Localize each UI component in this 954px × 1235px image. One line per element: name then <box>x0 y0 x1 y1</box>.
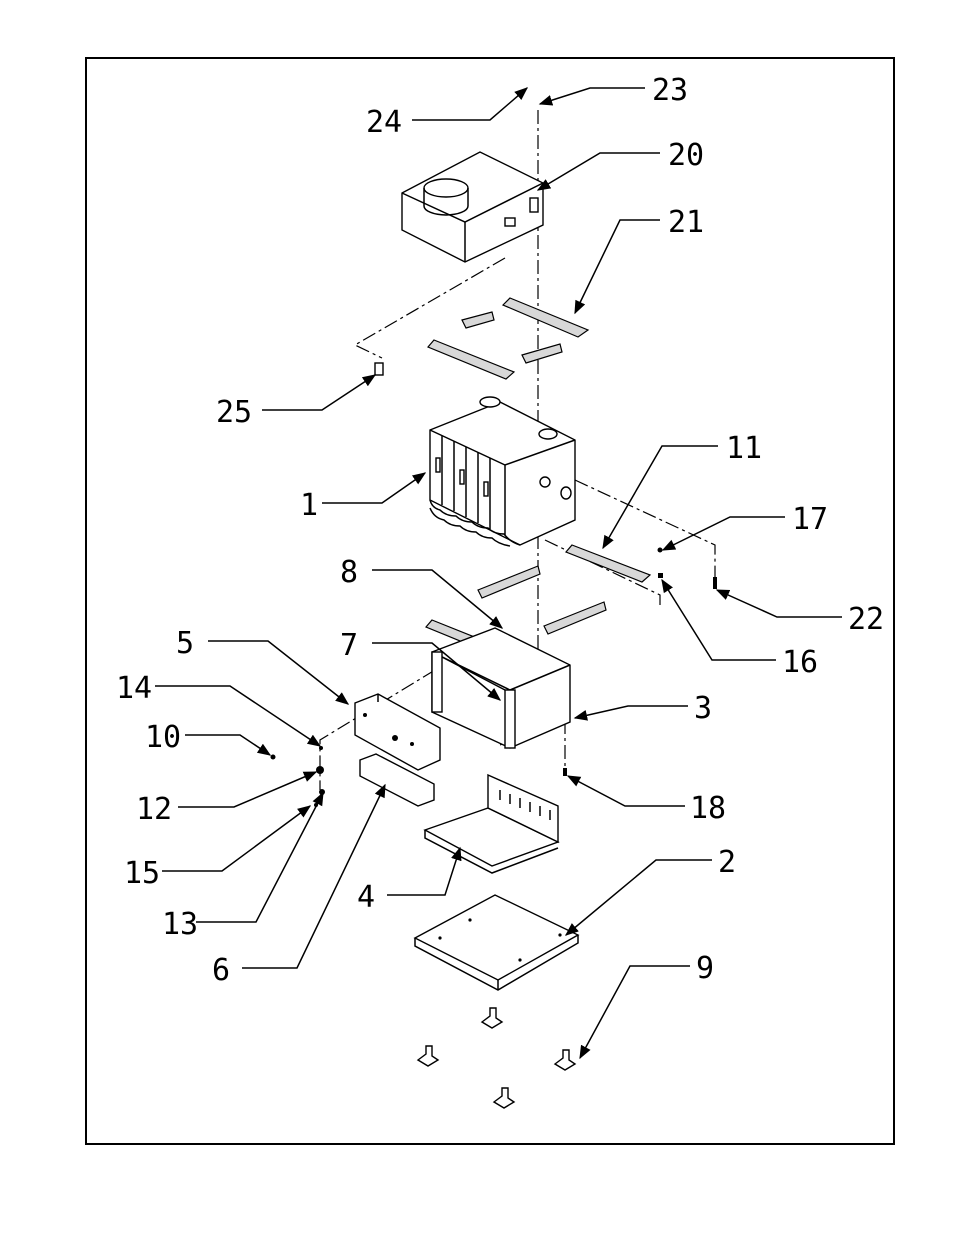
label-16: 16 <box>782 645 818 680</box>
base-pan-part-2 <box>415 895 578 990</box>
feet-part-9 <box>418 1008 575 1108</box>
small-fasteners <box>658 548 718 590</box>
label-12: 12 <box>136 792 172 827</box>
label-25: 25 <box>216 395 252 430</box>
label-13: 13 <box>162 907 198 942</box>
label-3: 3 <box>694 691 712 726</box>
label-15: 15 <box>124 856 160 891</box>
label-5: 5 <box>176 626 194 661</box>
label-9: 9 <box>696 951 714 986</box>
label-24: 24 <box>366 105 402 140</box>
top-cover-part <box>402 152 543 262</box>
label-11: 11 <box>726 431 762 466</box>
label-1: 1 <box>300 488 318 523</box>
label-7: 7 <box>340 628 358 663</box>
burner-tray-part-4 <box>425 775 558 873</box>
label-4: 4 <box>357 880 375 915</box>
label-22: 22 <box>848 602 884 637</box>
label-20: 20 <box>668 138 704 173</box>
label-18: 18 <box>690 791 726 826</box>
label-17: 17 <box>792 502 828 537</box>
heat-exchanger-part <box>430 397 575 546</box>
screws <box>271 746 326 807</box>
combustion-chamber-part <box>432 628 570 748</box>
label-21: 21 <box>668 205 704 240</box>
top-insulation-strips <box>428 298 588 379</box>
clip-part-25 <box>375 363 383 375</box>
label-2: 2 <box>718 845 736 880</box>
label-8: 8 <box>340 555 358 590</box>
label-6: 6 <box>212 953 230 988</box>
screw-part-18 <box>563 768 567 776</box>
label-14: 14 <box>116 671 152 706</box>
label-23: 23 <box>652 73 688 108</box>
label-10: 10 <box>145 720 181 755</box>
